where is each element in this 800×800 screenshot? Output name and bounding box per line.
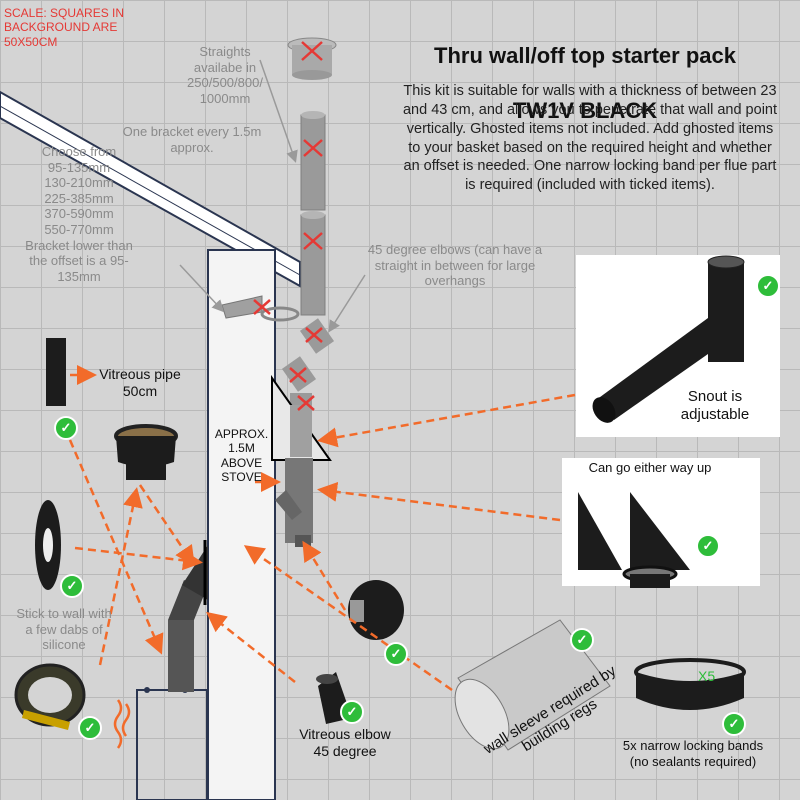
tick-icon-bracket: ✓ (696, 534, 720, 558)
cross-short-straight (297, 395, 315, 411)
label-stick: Stick to wall with a few dabs of silicon… (16, 606, 112, 653)
cross-straight-2 (303, 232, 323, 250)
kit-description: This kit is suitable for walls with a th… (402, 83, 778, 194)
arrow-adapter-to-stove (138, 484, 195, 567)
arrow-elbow-to-flue (206, 611, 296, 683)
label-vitreous-pipe: Vitreous pipe 50cm (99, 366, 181, 399)
label-choose: Choose from 95-135mm 130-210mm 225-385mm… (25, 144, 133, 284)
cross-elbow-1 (305, 327, 323, 343)
label-elbows45: 45 degree elbows (can have a straight in… (367, 242, 543, 289)
wall-plate-image (35, 500, 61, 590)
tick-icon-elbow: ✓ (340, 700, 364, 724)
tick-icon-vitreous-pipe: ✓ (54, 416, 78, 440)
arrow-plate-to-wall (74, 546, 203, 571)
arrow-tee-product (317, 393, 576, 448)
tee-product-image (592, 255, 745, 423)
arrow-straights (259, 59, 298, 163)
title-line2: TW1V BLACK (512, 97, 658, 123)
scale-note: SCALE: SQUARES IN BACKGROUND ARE 50X50CM (4, 6, 125, 49)
tick-icon-wall-plate: ✓ (60, 574, 84, 598)
ghost-straight-1 (300, 114, 326, 211)
stove-flue-pipe (168, 620, 194, 692)
arrow-cap-to-tee (302, 540, 347, 611)
arrow-sleeve-to-wall (243, 545, 453, 692)
cross-cap (301, 41, 323, 61)
roof-beam (0, 90, 301, 288)
tick-icon-tee: ✓ (756, 274, 780, 298)
arrow-choose (179, 264, 225, 313)
cleanout-cap-image (348, 580, 404, 640)
cross-bracket (253, 299, 271, 315)
vitreous-pipe-image (46, 338, 66, 406)
label-bands: 5x narrow locking bands (no sealants req… (622, 738, 764, 769)
ghost-straight-2 (300, 214, 326, 316)
arrow-bracket-product (317, 481, 561, 522)
locking-band-image (634, 658, 746, 710)
arrow-elbows (328, 274, 366, 333)
ghost-cap (287, 37, 337, 80)
cross-straight-1 (303, 139, 323, 157)
wall-sleeve-image (454, 619, 611, 751)
bracket-product-image (578, 492, 690, 588)
page-title: Thru wall/off top starter pack TW1V BLAC… (380, 14, 790, 124)
label-either-way: Can go either way up (588, 460, 712, 475)
tick-icon-tape: ✓ (78, 716, 102, 740)
label-vitreous-elbow: Vitreous elbow 45 degree (299, 726, 391, 759)
label-x5: X5 (698, 668, 716, 684)
tick-icon-cap: ✓ (384, 642, 408, 666)
label-approx: APPROX. 1.5M ABOVE STOVE (214, 427, 269, 485)
arrow-tape-to-adapter (98, 487, 143, 666)
cross-elbow-2 (289, 367, 307, 383)
label-snout: Snout is adjustable (680, 388, 750, 423)
label-straights: Straights availabe in 250/500/800/ 1000m… (187, 44, 263, 106)
tick-icon-bands: ✓ (722, 712, 746, 736)
adapter-image (114, 424, 178, 480)
tape-roll-image (14, 663, 86, 730)
wall (207, 249, 276, 800)
label-bracket: One bracket every 1.5m approx. (122, 124, 262, 155)
tick-icon-sleeve: ✓ (570, 628, 594, 652)
title-line1: Thru wall/off top starter pack (434, 42, 736, 68)
heat-icon (113, 699, 131, 749)
cross-marks (253, 41, 323, 411)
